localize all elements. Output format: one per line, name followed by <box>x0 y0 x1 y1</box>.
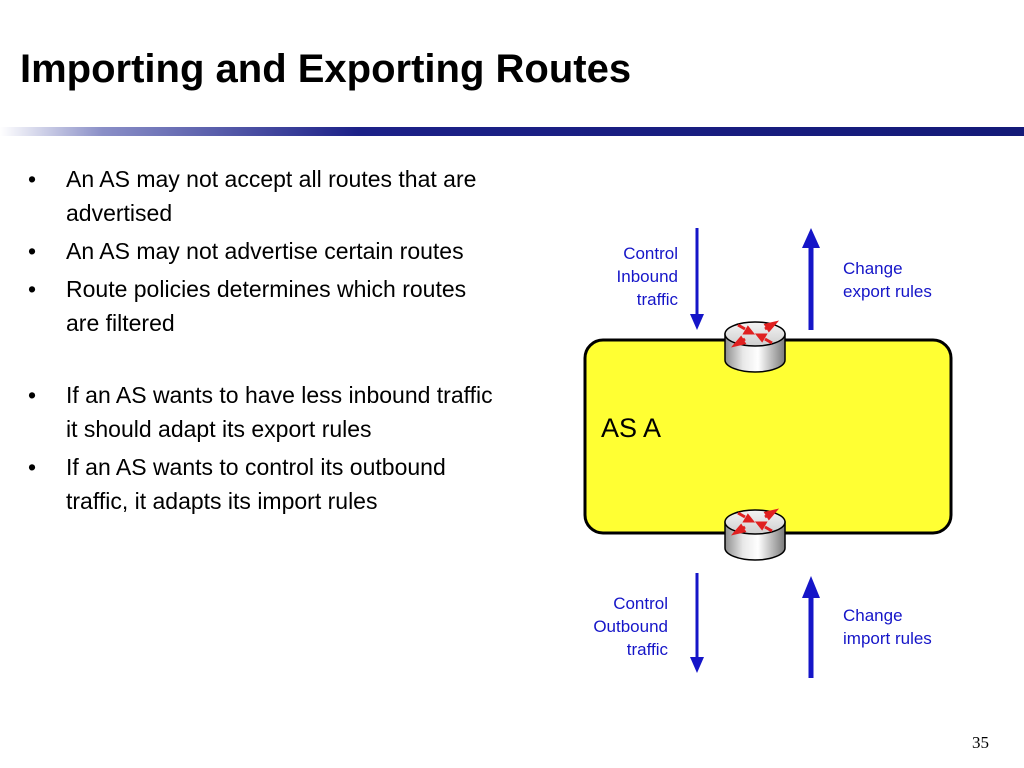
router-icon-top <box>724 320 786 373</box>
bullet-text: Route policies determines which routes a… <box>66 276 467 336</box>
change-export-label: Change export rules <box>843 259 932 301</box>
bullet-item: • An AS may not advertise certain routes <box>28 234 498 268</box>
bullet-marker: • <box>28 238 37 264</box>
page-number: 35 <box>972 733 989 752</box>
bullet-text: An AS may not accept all routes that are… <box>66 166 477 226</box>
arrow-change-import <box>802 576 820 678</box>
arrow-control-inbound <box>690 228 704 330</box>
bullet-marker: • <box>28 382 37 408</box>
bullet-list: • An AS may not accept all routes that a… <box>28 162 498 522</box>
bullet-item: • If an AS wants to control its outbound… <box>28 450 498 518</box>
arrow-change-export <box>802 228 820 330</box>
bullet-item: • If an AS wants to have less inbound tr… <box>28 378 498 446</box>
arrow-control-outbound <box>690 573 704 673</box>
title-divider <box>0 127 1024 136</box>
as-routing-diagram: Control Inbound traffic Change export ru… <box>560 220 980 690</box>
bullet-marker: • <box>28 454 37 480</box>
bullet-marker: • <box>28 166 37 192</box>
as-label: AS A <box>601 413 662 443</box>
bullet-text: If an AS wants to have less inbound traf… <box>66 382 493 442</box>
router-icon-bottom <box>724 508 786 561</box>
slide-title: Importing and Exporting Routes <box>20 47 632 91</box>
change-import-label: Change import rules <box>843 606 932 648</box>
bullet-item: • Route policies determines which routes… <box>28 272 498 340</box>
diagram-canvas <box>583 228 953 678</box>
bullet-text: If an AS wants to control its outbound t… <box>66 454 446 514</box>
control-outbound-label: Control Outbound traffic <box>593 594 668 659</box>
bullet-text: An AS may not advertise certain routes <box>66 238 464 264</box>
bullet-marker: • <box>28 276 37 302</box>
bullet-item: • An AS may not accept all routes that a… <box>28 162 498 230</box>
control-inbound-label: Control Inbound traffic <box>616 244 678 309</box>
